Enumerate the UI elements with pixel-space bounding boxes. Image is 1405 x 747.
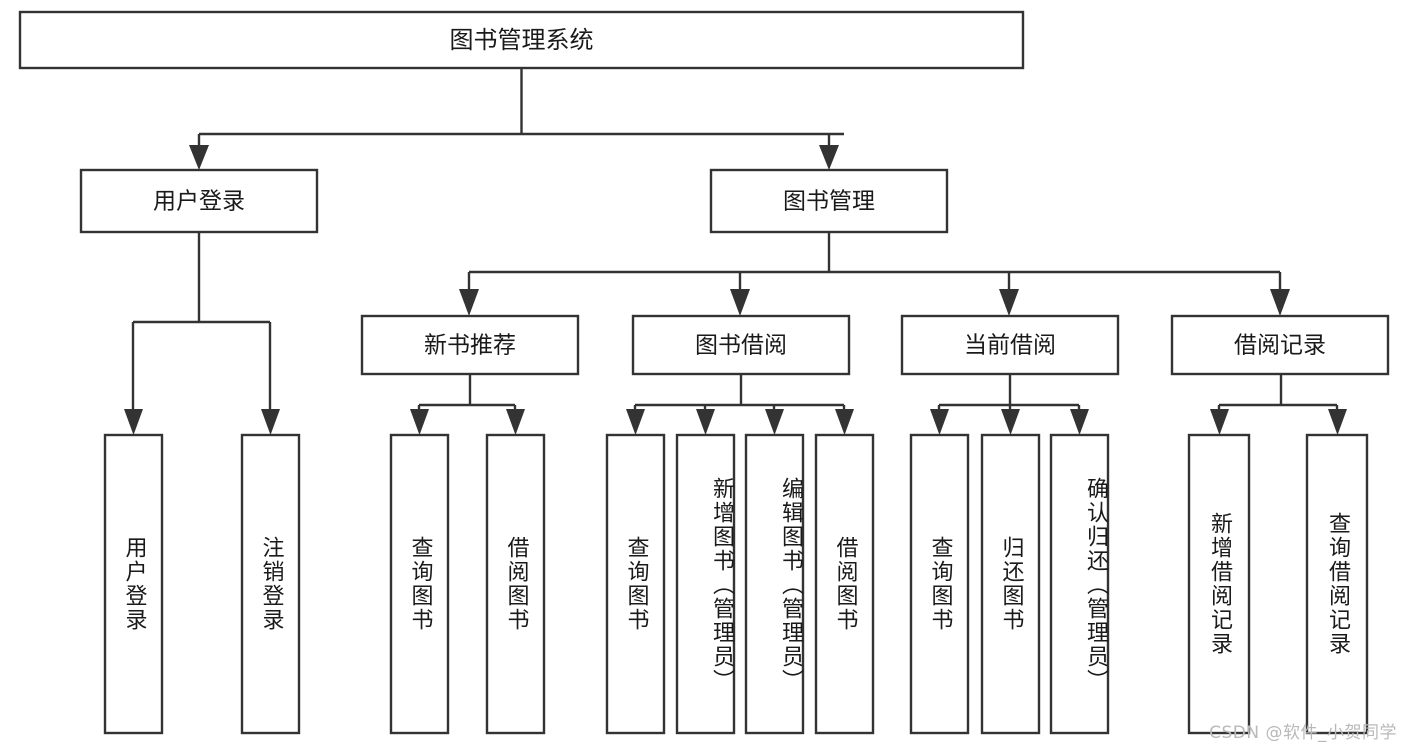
arrow-head-leaf7 — [765, 409, 784, 435]
arrow-head-leaf5 — [626, 409, 645, 435]
arrow-head-leaf11 — [1070, 409, 1089, 435]
node-label-root: 图书管理系统 — [450, 26, 594, 54]
node-box-book-borrow[interactable] — [631, 314, 851, 376]
node-box-leaf-borrow-book-1[interactable] — [485, 433, 546, 735]
arrow-head-leaf10 — [1001, 409, 1020, 435]
csdn-watermark: CSDN @软件_小贺同学 — [1209, 723, 1397, 743]
node-box-leaf-add-book[interactable] — [675, 433, 736, 735]
connector-group-root — [189, 68, 844, 170]
node-box-leaf-query-record[interactable] — [1305, 433, 1369, 735]
connector-group-bookmgmt — [459, 232, 1290, 316]
arrow-head-leaf6 — [696, 409, 715, 435]
node-box-leaf-query-book-2[interactable] — [605, 433, 666, 735]
node-box-book-management[interactable] — [709, 168, 949, 234]
arrow-head-newbook — [459, 289, 479, 316]
node-label-current-borrow: 当前借阅 — [964, 333, 1056, 359]
node-box-leaf-confirm-return[interactable] — [1049, 433, 1110, 735]
node-box-user-login[interactable] — [79, 168, 319, 234]
arrow-head-leaf8 — [835, 409, 854, 435]
node-label-book-borrow: 图书借阅 — [695, 333, 787, 359]
arrow-head-login — [189, 145, 209, 170]
connector-group-newbook — [410, 374, 525, 435]
node-box-root[interactable] — [18, 10, 1025, 70]
node-box-leaf-logout[interactable] — [240, 433, 301, 735]
connector-group-borrow — [626, 374, 854, 435]
node-label-book-management: 图书管理 — [783, 189, 875, 215]
arrow-head-leaf1 — [124, 409, 143, 435]
node-box-leaf-user-login[interactable] — [103, 433, 164, 735]
node-box-leaf-return-book[interactable] — [980, 433, 1041, 735]
arrow-head-leaf3 — [410, 409, 429, 435]
node-box-current-borrow[interactable] — [900, 314, 1120, 376]
node-box-leaf-borrow-book-2[interactable] — [814, 433, 875, 735]
arrow-head-leaf2 — [261, 409, 280, 435]
arrow-head-leaf4 — [506, 409, 525, 435]
node-box-new-book-recommend[interactable] — [360, 314, 580, 376]
arrow-head-records — [1270, 289, 1290, 316]
arrow-head-current — [999, 289, 1019, 316]
node-label-user-login: 用户登录 — [153, 189, 245, 215]
node-box-leaf-edit-book[interactable] — [744, 433, 805, 735]
node-label-new-book-recommend: 新书推荐 — [424, 333, 516, 359]
arrow-head-leaf9 — [930, 409, 949, 435]
arrow-head-leaf13 — [1328, 409, 1347, 435]
node-box-leaf-query-book-3[interactable] — [909, 433, 970, 735]
node-box-borrow-records[interactable] — [1170, 314, 1390, 376]
connector-group-login — [124, 232, 280, 435]
arrow-head-bookmgmt — [819, 145, 839, 170]
arrow-head-borrow — [730, 289, 750, 316]
connector-group-records — [1210, 374, 1347, 435]
node-box-leaf-add-record[interactable] — [1187, 433, 1251, 735]
connector-group-current — [930, 374, 1089, 435]
node-label-borrow-records: 借阅记录 — [1234, 333, 1326, 359]
arrow-head-leaf12 — [1210, 409, 1229, 435]
node-box-leaf-query-book-1[interactable] — [389, 433, 450, 735]
